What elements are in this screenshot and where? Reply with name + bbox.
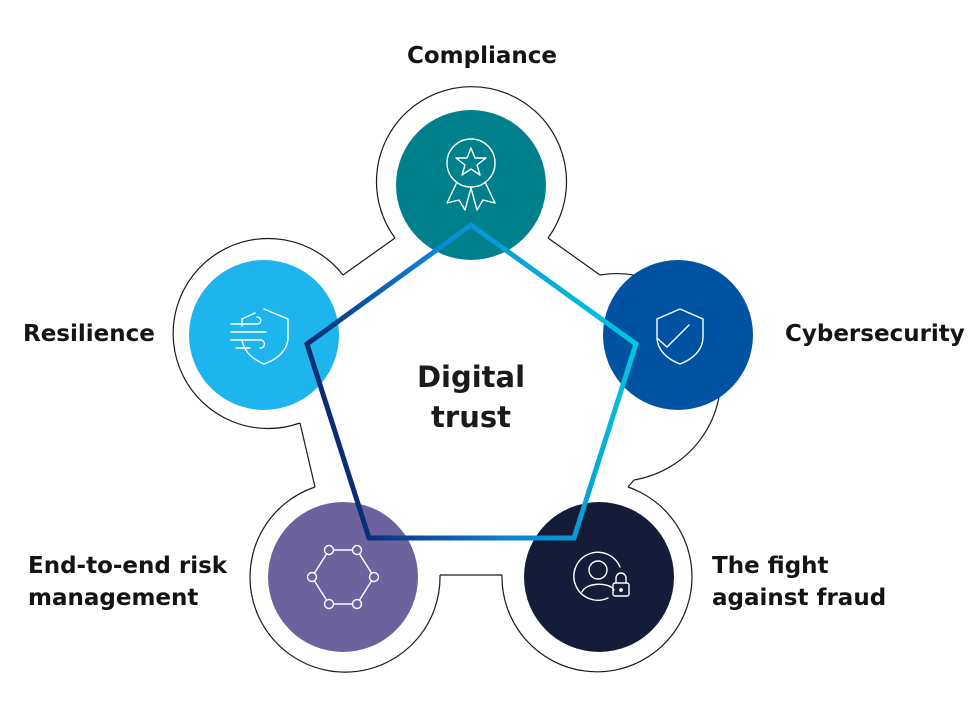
risk-management-label-line2: management [28, 585, 199, 611]
pentagon-outline [304, 221, 639, 541]
cybersecurity-circle [603, 260, 753, 410]
award-ribbon-icon [446, 138, 496, 211]
fraud-label-line2: against fraud [712, 585, 887, 611]
center-title-line2: trust [431, 400, 511, 434]
risk-management-label: End-to-end risk management [28, 550, 227, 614]
cybersecurity-label: Cybersecurity [785, 321, 965, 347]
resilience-label: Resilience [23, 321, 155, 347]
risk-management-label-line1: End-to-end risk [28, 553, 228, 579]
hexagon-nodes-icon [306, 544, 380, 610]
center-title-line1: Digital [416, 360, 526, 394]
shield-check-icon [656, 308, 704, 365]
fraud-label-line1: The fight [712, 553, 829, 579]
resilience-circle [189, 260, 339, 410]
compliance-circle [396, 110, 546, 260]
risk-management-circle [268, 502, 418, 652]
fraud-circle [524, 502, 674, 652]
user-lock-icon [573, 551, 630, 601]
center-title: Digital trust [371, 357, 571, 437]
shield-wind-icon [230, 308, 289, 365]
compliance-label: Compliance [406, 43, 557, 69]
fraud-label: The fight against fraud [712, 550, 886, 614]
